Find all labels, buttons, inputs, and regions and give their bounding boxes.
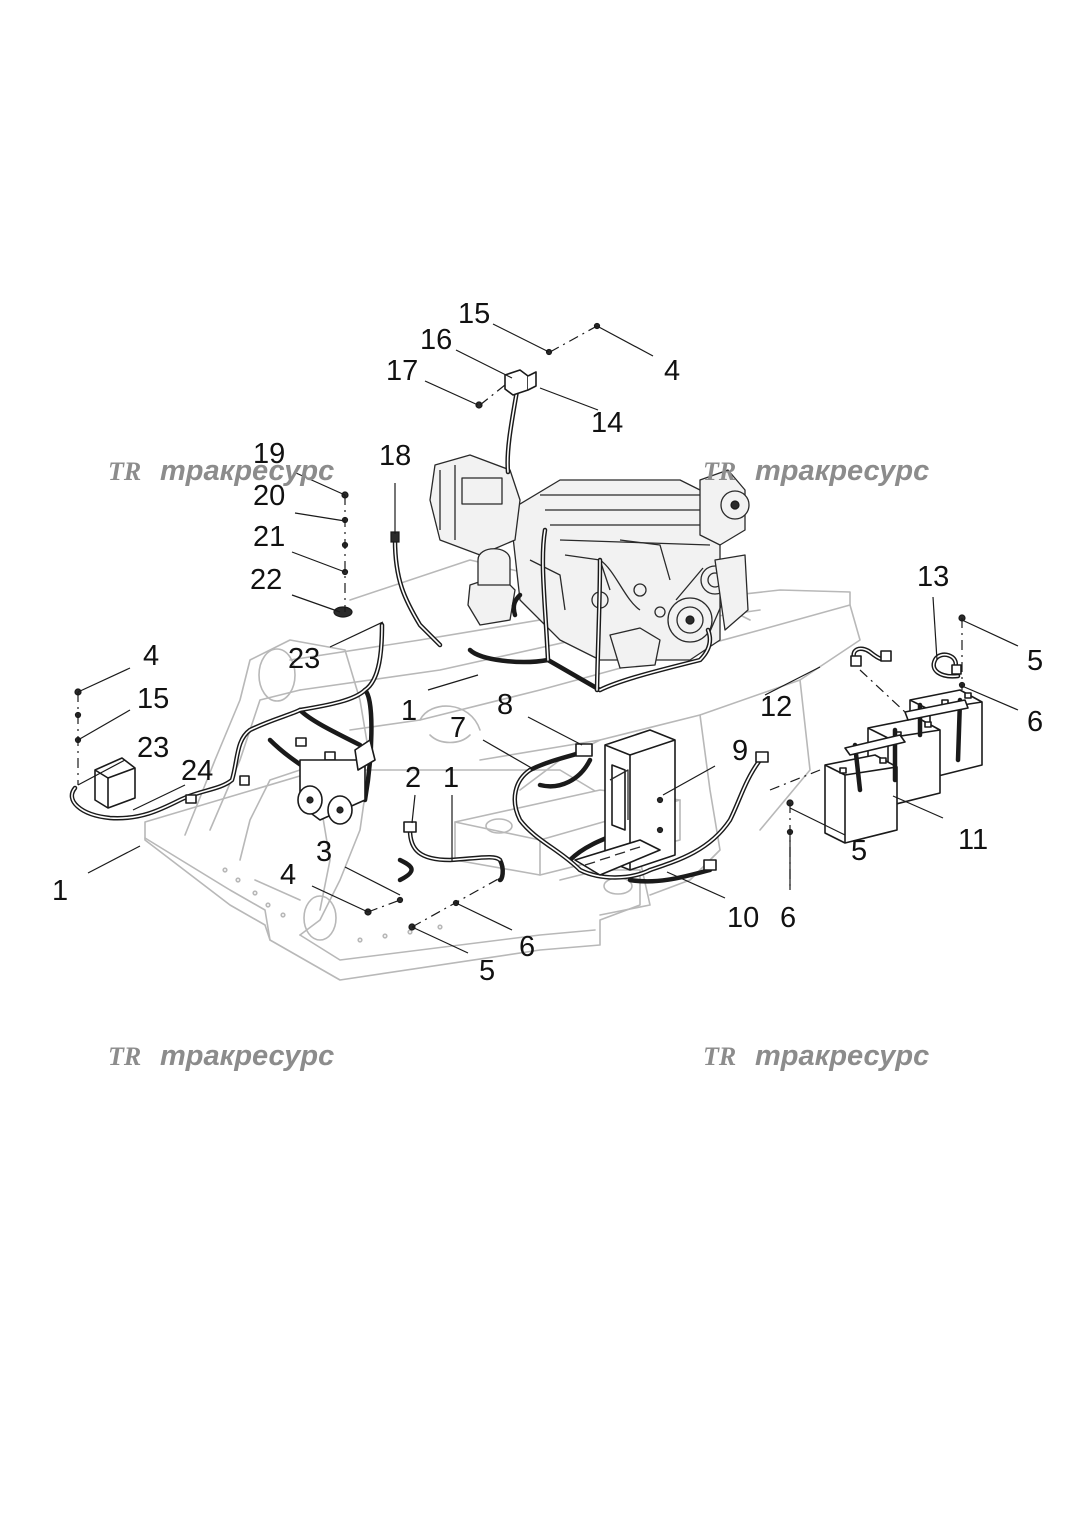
main-harness-left	[69, 622, 385, 821]
callout-9: 9	[732, 735, 748, 767]
callout-11: 11	[958, 824, 988, 856]
watermark-mark: TR	[703, 457, 736, 486]
callout-13: 13	[917, 561, 949, 593]
callout-6-right: 6	[1027, 706, 1043, 738]
callout-21: 21	[253, 521, 285, 553]
callout-5-right: 5	[1027, 645, 1043, 677]
center-cable-2	[397, 821, 505, 883]
watermark-mark: TR	[108, 1042, 141, 1071]
callout-4-top: 4	[664, 355, 680, 387]
callout-12: 12	[760, 691, 792, 723]
callout-6-bottom: 6	[519, 931, 535, 963]
watermark-bottom-right: TR тракресурс	[703, 1040, 929, 1072]
battery-cable-13	[931, 652, 962, 679]
callout-14: 14	[591, 407, 623, 439]
base-plate-holes	[222, 867, 443, 943]
watermark-top-right: TR тракресурс	[703, 455, 929, 487]
callout-22: 22	[250, 564, 282, 596]
watermark-mark: TR	[703, 1042, 736, 1071]
watermark-text: тракресурс	[755, 1040, 929, 1072]
callout-4-bottom: 4	[280, 859, 296, 891]
callout-15-top: 15	[458, 298, 490, 330]
callout-19: 19	[253, 438, 285, 470]
watermark-text: тракресурс	[755, 455, 929, 487]
horn-bracket	[297, 739, 376, 825]
callout-labels: 15 16 17 4 14 19 18 20 21 22 13 5 23 4 1…	[52, 298, 1043, 987]
watermark-bottom-left: TR тракресурс	[108, 1040, 334, 1072]
callout-4-left: 4	[143, 640, 159, 672]
callout-18: 18	[379, 440, 411, 472]
callout-10: 10	[727, 902, 759, 934]
callout-24: 24	[181, 755, 213, 787]
callout-1-center: 1	[443, 762, 459, 794]
bracket-14-16	[475, 322, 601, 409]
callout-17: 17	[386, 355, 418, 387]
watermark-text: тракресурс	[160, 455, 334, 487]
callout-6-battery: 6	[780, 902, 796, 934]
callout-23-upper: 23	[288, 643, 320, 675]
watermark-top-left: TR тракресурс	[108, 455, 334, 487]
callout-8: 8	[497, 689, 513, 721]
callout-23-lower: 23	[137, 732, 169, 764]
engine-harness	[467, 382, 713, 693]
callout-2: 2	[405, 762, 421, 794]
leader-lines	[77, 323, 1019, 954]
cable-7-harness	[512, 743, 769, 884]
cable-18	[390, 531, 443, 648]
engine-assembly	[429, 454, 750, 669]
callout-1-left: 1	[52, 875, 68, 907]
fastener-stack-19-22	[333, 491, 353, 618]
callout-5-battery: 5	[851, 835, 867, 867]
callout-7: 7	[450, 712, 466, 744]
callout-16: 16	[420, 324, 452, 356]
fuse-block-10	[574, 839, 661, 876]
callout-1-mid: 1	[401, 695, 417, 727]
watermark-mark: TR	[108, 457, 141, 486]
callout-3: 3	[316, 836, 332, 868]
callout-15-left: 15	[137, 683, 169, 715]
watermark-text: тракресурс	[160, 1040, 334, 1072]
battery-cable-12	[850, 646, 892, 667]
callout-5-bottom: 5	[479, 955, 495, 987]
batteries-11	[824, 689, 983, 844]
callout-20: 20	[253, 480, 285, 512]
